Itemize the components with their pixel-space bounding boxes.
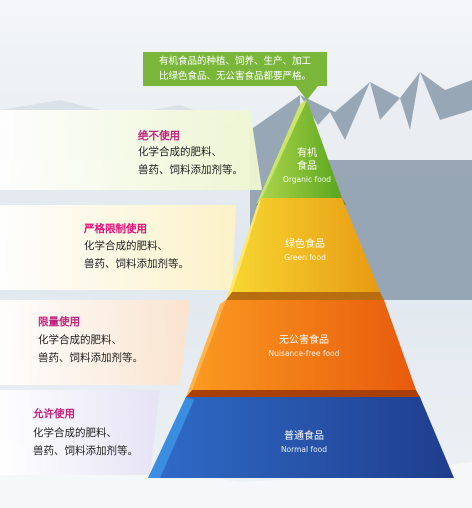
usage-desc-line-1: 化学合成的肥料、 <box>33 427 117 439</box>
usage-panel-green: 严格限制使用 化学合成的肥料、 兽药、饲料添加剂等。 <box>0 205 236 290</box>
tier-label-organic: 有机 食品 Organic food <box>272 147 342 186</box>
tier-en: Nuisance-free food <box>268 349 340 358</box>
tier-label-nuisance-free: 无公害食品 Nuisance-free food <box>244 334 364 360</box>
usage-panel-normal: 允许使用 化学合成的肥料、 兽药、饲料添加剂等。 <box>0 390 160 475</box>
tier-cn-line-1: 有机 <box>297 148 317 159</box>
usage-heading: 允许使用 <box>33 408 75 420</box>
usage-desc-line-1: 化学合成的肥料、 <box>138 146 222 158</box>
usage-desc-line-2: 兽药、饲料添加剂等。 <box>84 258 189 270</box>
usage-desc-line-2: 兽药、饲料添加剂等。 <box>38 352 143 364</box>
usage-desc-line-1: 化学合成的肥料、 <box>38 334 122 346</box>
usage-heading: 限量使用 <box>38 316 80 328</box>
tier-cn: 绿色食品 <box>285 239 325 250</box>
callout-line-2: 比绿色食品、无公害食品都要严格。 <box>158 71 311 82</box>
tier-en: Normal food <box>280 445 328 454</box>
tier-en: Green food <box>284 253 326 262</box>
tier-label-green: 绿色食品 Green food <box>255 238 355 264</box>
tier-cn: 无公害食品 <box>279 335 329 346</box>
usage-desc-line-2: 兽药、饲料添加剂等。 <box>33 445 138 457</box>
usage-desc-line-2: 兽药、饲料添加剂等。 <box>138 164 243 176</box>
usage-desc-line-1: 化学合成的肥料、 <box>84 240 168 252</box>
usage-panel-nuisance-free: 限量使用 化学合成的肥料、 兽药、饲料添加剂等。 <box>0 300 190 385</box>
usage-heading: 绝不使用 <box>138 130 180 142</box>
callout-line-1: 有机食品的种植、饲养、生产、加工 <box>158 56 311 67</box>
usage-heading: 严格限制使用 <box>84 223 147 235</box>
tier-cn: 普通食品 <box>284 431 324 442</box>
tier-cn-line-2: 食品 <box>297 161 317 172</box>
tier-label-normal: 普通食品 Normal food <box>254 430 354 456</box>
tier-en: Organic food <box>282 175 332 184</box>
usage-panel-organic: 绝不使用 化学合成的肥料、 兽药、饲料添加剂等。 <box>0 110 260 190</box>
callout-banner: 有机食品的种植、饲养、生产、加工 比绿色食品、无公害食品都要严格。 <box>143 52 327 86</box>
